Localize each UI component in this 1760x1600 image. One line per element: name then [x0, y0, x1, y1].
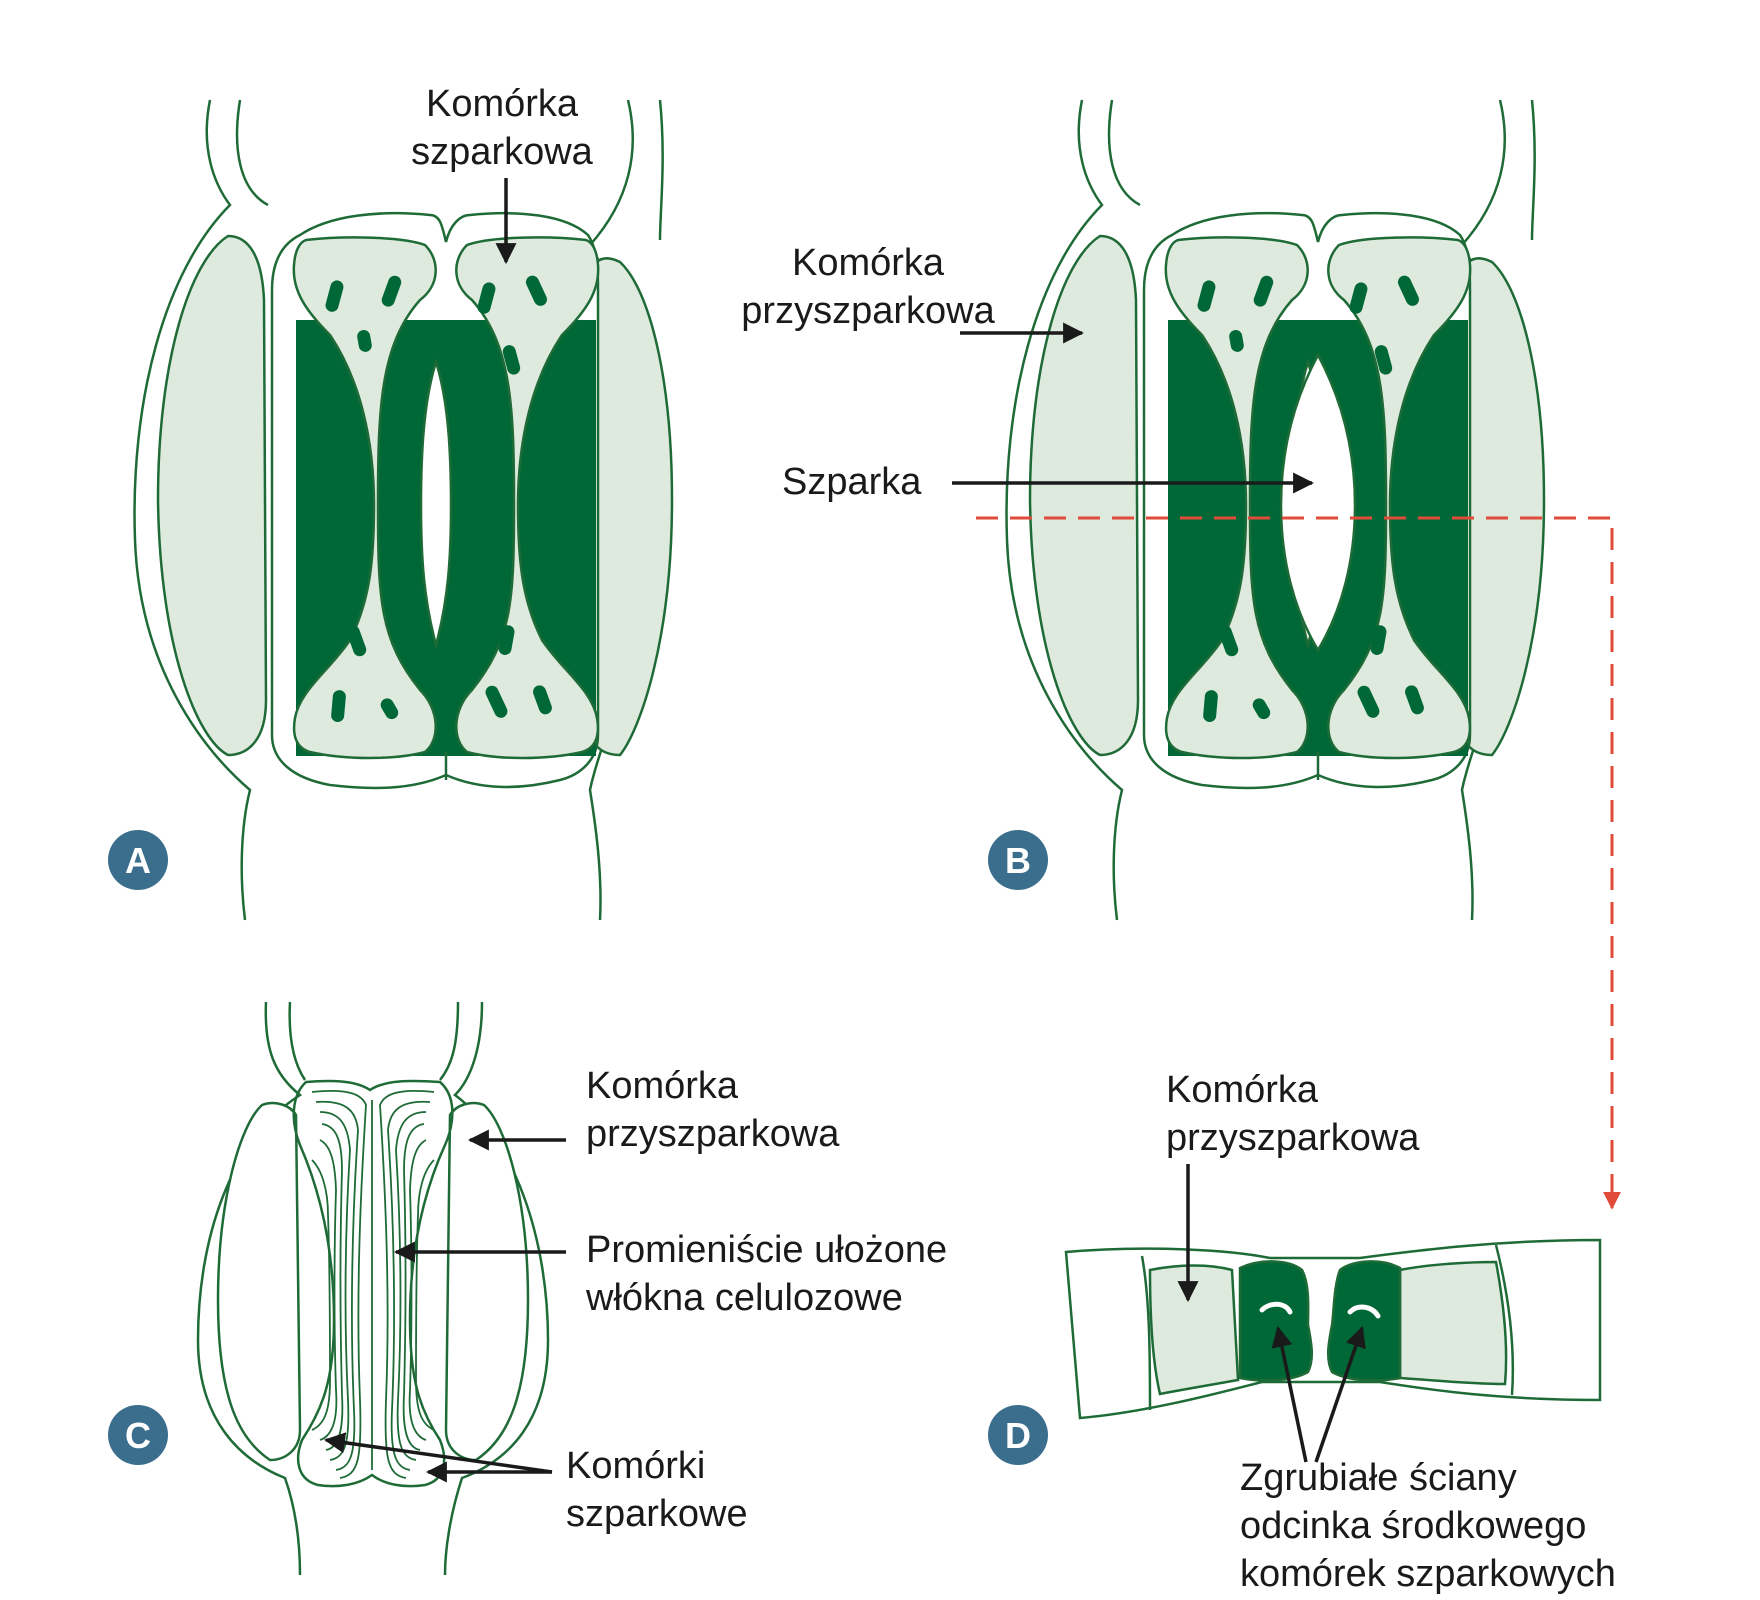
stoma-complex-a — [133, 98, 674, 922]
subsidiary-right-d — [1398, 1260, 1508, 1386]
panel-b: Komórka przyszparkowa Szparka B — [741, 98, 1621, 1210]
label-guard-cell-a-line1: Komórka — [426, 83, 579, 125]
label-walls-line2: odcinka środkowego — [1240, 1505, 1586, 1547]
stoma-complex-b — [1005, 98, 1546, 922]
svg-text:A: A — [125, 840, 151, 881]
subsidiary-right-c — [444, 1101, 530, 1462]
label-guard-cells-c-line1: Komórki — [566, 1445, 705, 1487]
label-subsidiary-d-line2: przyszparkowa — [1166, 1117, 1420, 1159]
subsidiary-left-d — [1148, 1264, 1240, 1396]
subsidiary-left-c — [216, 1101, 302, 1462]
svg-text:D: D — [1005, 1415, 1031, 1456]
label-guard-cells-c-line2: szparkowe — [566, 1493, 748, 1535]
label-fibers-line1: Promieniście ułożone — [586, 1229, 947, 1271]
panel-d: Komórka przyszparkowa Zgrubiałe ściany o… — [988, 1069, 1616, 1595]
guard-cell-left-d — [1238, 1260, 1313, 1382]
badge-d: D — [988, 1405, 1048, 1465]
label-stoma-b: Szparka — [782, 461, 922, 503]
cellulose-fibers — [311, 1090, 435, 1479]
badge-b: B — [988, 830, 1048, 890]
svg-text:B: B — [1005, 840, 1031, 881]
arrow-guard-cells-c-1 — [323, 1432, 553, 1474]
badge-c: C — [108, 1405, 168, 1465]
panel-c: Komórka przyszparkowa Promieniście ułożo… — [108, 1001, 947, 1576]
badge-a: A — [108, 830, 168, 890]
section-cut-line — [976, 516, 1614, 1202]
arrow-wall-right-d — [1314, 1326, 1366, 1463]
label-subsidiary-b-line1: Komórka — [792, 242, 945, 284]
label-walls-line1: Zgrubiałe ściany — [1240, 1457, 1517, 1499]
guard-cell-right-d — [1327, 1260, 1402, 1382]
label-subsidiary-c-line2: przyszparkowa — [586, 1113, 840, 1155]
svg-text:C: C — [125, 1415, 151, 1456]
label-fibers-line2: włókna celulozowe — [585, 1277, 903, 1319]
label-walls-line3: komórek szparkowych — [1240, 1553, 1616, 1595]
arrow-wall-left-d — [1271, 1325, 1308, 1463]
panel-a: Komórka szparkowa A — [108, 83, 674, 922]
label-subsidiary-d-line1: Komórka — [1166, 1069, 1319, 1111]
label-subsidiary-b-line2: przyszparkowa — [741, 290, 995, 332]
label-guard-cell-a-line2: szparkowa — [411, 131, 593, 173]
label-subsidiary-c-line1: Komórka — [586, 1065, 739, 1107]
